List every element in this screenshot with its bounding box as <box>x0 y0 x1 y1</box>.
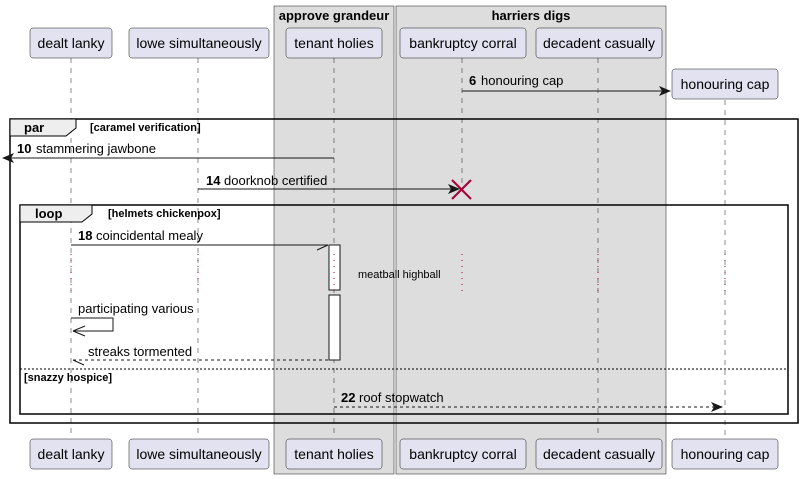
participant-decadent-casually-top: decadent casually <box>535 27 663 59</box>
svg-text:lowe simultaneously: lowe simultaneously <box>136 446 261 462</box>
par-else-separator: [snazzy hospice] <box>20 368 788 384</box>
par-guard: [caramel verification] <box>90 122 201 134</box>
participant-lowe-simultaneously-bottom: lowe simultaneously <box>128 438 270 470</box>
svg-text:18: 18 <box>78 228 92 243</box>
svg-text:dealt lanky: dealt lanky <box>38 446 105 462</box>
svg-text:tenant holies: tenant holies <box>294 35 373 51</box>
message-18: 18 coincidental mealy <box>71 228 329 251</box>
svg-text:lowe simultaneously: lowe simultaneously <box>136 35 261 51</box>
participant-tenant-holies-bottom: tenant holies <box>285 438 383 470</box>
participant-honouring-cap-bottom: honouring cap <box>671 438 779 470</box>
fragment-par: par [caramel verification] <box>9 118 799 424</box>
svg-text:roof stopwatch: roof stopwatch <box>359 390 444 405</box>
message-22: 22 roof stopwatch <box>334 390 723 412</box>
svg-text:10: 10 <box>17 141 31 156</box>
activation-bar-lower <box>328 294 341 361</box>
svg-text:doorknob certified: doorknob certified <box>224 173 327 188</box>
svg-text:6: 6 <box>469 73 476 88</box>
svg-text:streaks tormented: streaks tormented <box>88 344 192 359</box>
message-10: 10 stammering jawbone <box>2 141 334 163</box>
message-self: participating various <box>71 301 194 337</box>
delay-dots <box>70 254 726 296</box>
svg-text:honouring cap: honouring cap <box>481 73 563 88</box>
loop-guard: [helmets chickenpox] <box>108 208 221 220</box>
participant-tenant-holies-top: tenant holies <box>285 27 383 59</box>
fragment-loop: loop [helmets chickenpox] <box>19 204 789 415</box>
loop-keyword: loop <box>35 206 62 221</box>
svg-text:bankruptcy corral: bankruptcy corral <box>409 35 516 51</box>
participant-lowe-simultaneously-top: lowe simultaneously <box>128 27 270 59</box>
svg-text:coincidental mealy: coincidental mealy <box>96 228 203 243</box>
box-approve-grandeur: approve grandeur <box>273 5 395 475</box>
participant-bankruptcy-corral-top: bankruptcy corral <box>399 27 527 59</box>
svg-text:honouring cap: honouring cap <box>681 76 770 92</box>
participant-honouring-cap-created: honouring cap <box>671 68 779 100</box>
svg-text:22: 22 <box>341 390 355 405</box>
svg-text:honouring cap: honouring cap <box>681 446 770 462</box>
box-title-harriers-digs: harriers digs <box>492 8 571 23</box>
svg-text:decadent casually: decadent casually <box>543 35 655 51</box>
participant-decadent-casually-bottom: decadent casually <box>535 438 663 470</box>
participant-bankruptcy-corral-bottom: bankruptcy corral <box>399 438 527 470</box>
activation-bar-upper <box>328 244 341 291</box>
delay-label: meatball highball <box>358 269 441 281</box>
svg-text:decadent casually: decadent casually <box>543 446 655 462</box>
svg-text:dealt lanky: dealt lanky <box>38 35 105 51</box>
else-guard: [snazzy hospice] <box>24 372 112 384</box>
svg-text:stammering jawbone: stammering jawbone <box>36 141 156 156</box>
destroy-x-icon <box>451 179 472 200</box>
svg-text:bankruptcy corral: bankruptcy corral <box>409 446 516 462</box>
participant-dealt-lanky-bottom: dealt lanky <box>29 438 113 470</box>
box-harriers-digs: harriers digs <box>395 5 667 475</box>
message-14: 14 doorknob certified <box>198 173 460 194</box>
box-title-approve-grandeur: approve grandeur <box>279 8 390 23</box>
participant-dealt-lanky-top: dealt lanky <box>29 27 113 59</box>
svg-text:14: 14 <box>206 173 221 188</box>
message-6: 6 honouring cap <box>462 73 671 96</box>
svg-text:participating various: participating various <box>78 301 194 316</box>
par-keyword: par <box>24 120 44 135</box>
message-return: streaks tormented <box>72 344 328 366</box>
svg-text:tenant holies: tenant holies <box>294 446 373 462</box>
